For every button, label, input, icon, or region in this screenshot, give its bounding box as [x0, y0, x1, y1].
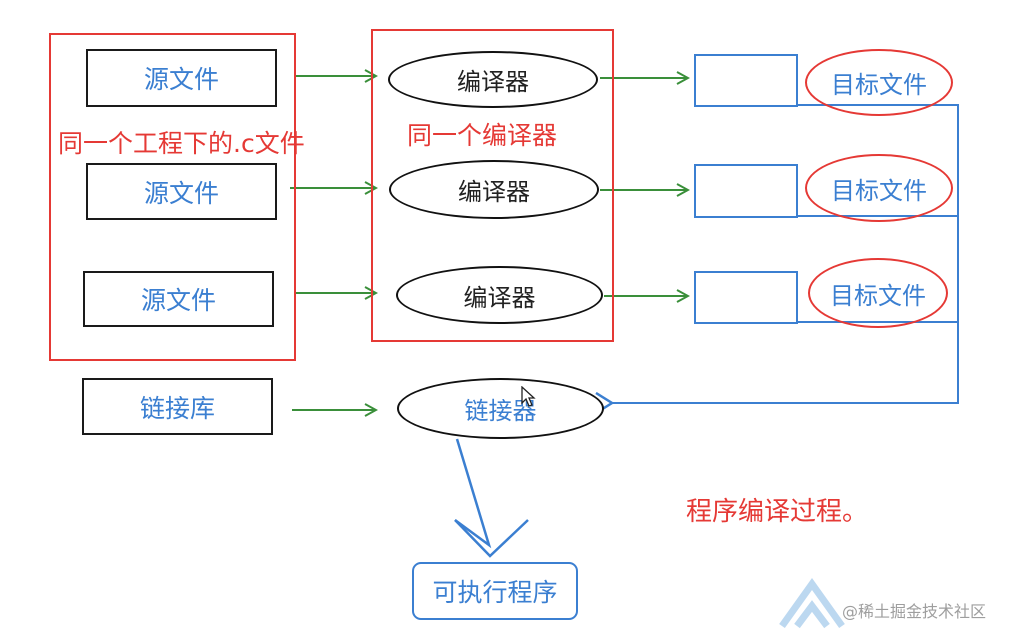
mouse-cursor-icon [521, 386, 536, 407]
arrow-linker-to-executable [454, 438, 492, 549]
watermark-logo-icon [779, 577, 845, 629]
compiler-1: 编译器 [388, 51, 598, 108]
compiler-3: 编译器 [396, 266, 603, 324]
object-file-2-box [694, 164, 798, 218]
source-file-2: 源文件 [86, 163, 277, 220]
executable-program-label: 可执行程序 [432, 578, 558, 607]
linker-label: 链接器 [464, 397, 537, 425]
objects-collector-line [612, 104, 959, 403]
source-file-3: 源文件 [83, 271, 274, 327]
object-file-1-label: 目标文件 [831, 71, 927, 99]
source-file-1-label: 源文件 [143, 65, 219, 94]
object-file-3: 目标文件 [808, 258, 948, 328]
same-project-files-annotation: 同一个工程下的.c文件 [58, 129, 305, 158]
compiler-2-label: 编译器 [458, 178, 530, 206]
watermark-text: @稀土掘金技术社区 [842, 602, 987, 621]
object-file-1-box [694, 54, 798, 107]
same-project-group-frame [49, 33, 296, 361]
same-compiler-annotation: 同一个编译器 [407, 121, 558, 150]
link-library-label: 链接库 [139, 393, 215, 423]
compiler-2: 编译器 [389, 160, 599, 219]
compiler-1-label: 编译器 [457, 68, 529, 96]
arrow-linker-to-executable-head [454, 519, 529, 558]
object-file-3-box [694, 271, 798, 324]
object-file-3-label: 目标文件 [830, 281, 926, 310]
object-file-2: 目标文件 [805, 154, 953, 222]
object-file-1: 目标文件 [805, 49, 953, 116]
linker: 链接器 [397, 378, 604, 439]
source-file-3-label: 源文件 [140, 286, 216, 315]
source-file-1: 源文件 [86, 49, 277, 107]
process-title-annotation: 程序编译过程。 [686, 497, 869, 527]
source-file-2-label: 源文件 [143, 178, 219, 208]
link-library: 链接库 [82, 378, 273, 435]
compiler-3-label: 编译器 [463, 283, 536, 312]
object-file-2-label: 目标文件 [831, 176, 927, 205]
executable-program: 可执行程序 [412, 562, 578, 620]
same-compiler-group-frame [371, 29, 614, 342]
